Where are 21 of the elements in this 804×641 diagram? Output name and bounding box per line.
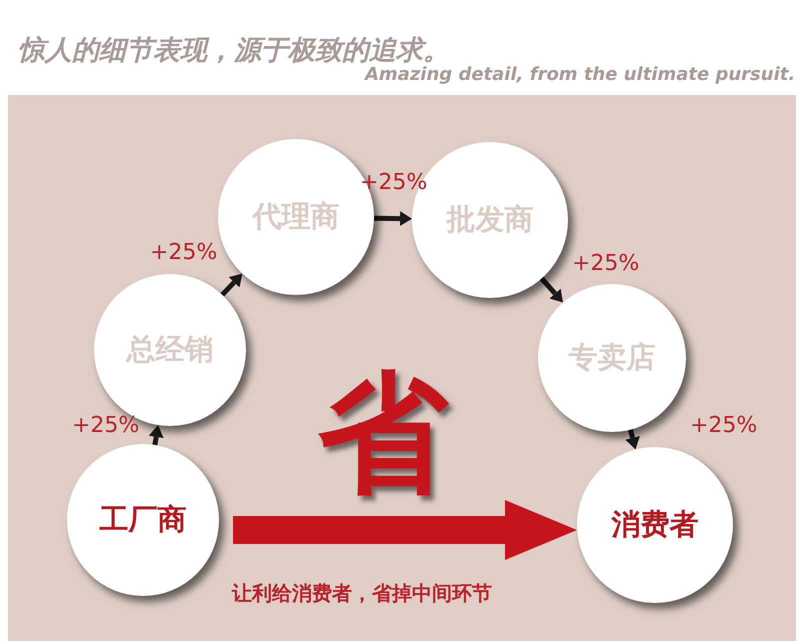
node-label: 代理商: [252, 198, 340, 235]
save-character: 省: [318, 368, 448, 498]
node-label: 专卖店: [568, 339, 656, 376]
node-label: 工厂商: [100, 501, 186, 538]
edge-label: +25%: [360, 172, 428, 194]
edge-label: +25%: [572, 253, 640, 275]
arrow: [540, 276, 563, 303]
node-label: 批发商: [446, 201, 534, 238]
edge-label: +25%: [72, 415, 140, 437]
arrow: [374, 211, 412, 226]
arrow: [625, 429, 640, 450]
arrow: [220, 274, 242, 297]
edge-label: +25%: [690, 415, 758, 437]
arrow: [148, 425, 164, 446]
slogan: 让利给消费者，省掉中间环节: [232, 580, 492, 607]
node-label: 消费者: [612, 506, 698, 543]
big-arrow: [233, 500, 577, 560]
title: 惊人的细节表现，源于极致的追求。: [18, 34, 450, 66]
edge-label: +25%: [150, 242, 218, 264]
subtitle: Amazing detail, from the ultimate pursuit.: [365, 64, 796, 85]
node-label: 总经销: [126, 331, 214, 368]
